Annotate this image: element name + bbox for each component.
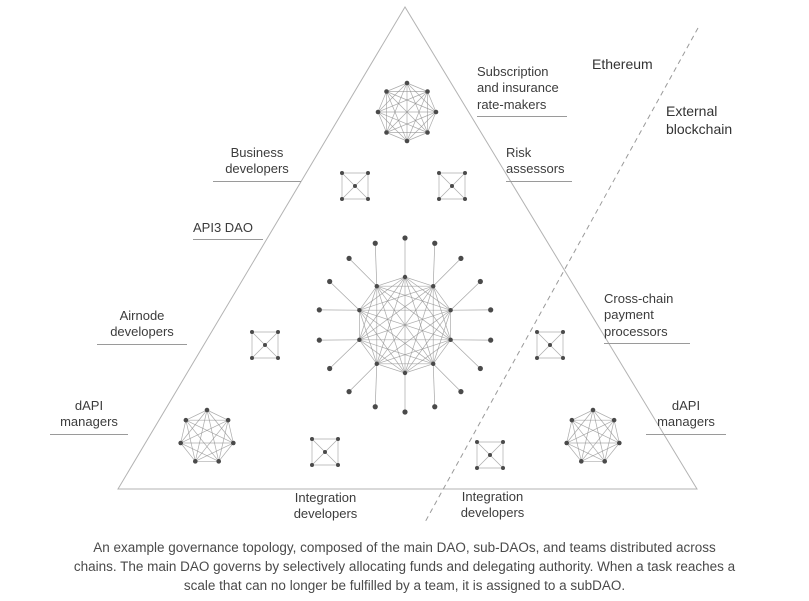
integration-developers-left-team <box>310 437 340 467</box>
label-ethereum: Ethereum <box>592 56 653 72</box>
cross-chain-payment-team <box>535 330 565 360</box>
label-cross-chain-processors: Cross-chain payment processors <box>604 291 690 344</box>
label-dapi-managers-right: dAPI managers <box>646 398 726 435</box>
caption-line-1: An example governance topology, composed… <box>93 540 716 555</box>
figure-caption: An example governance topology, composed… <box>0 538 809 595</box>
label-dapi-managers-left: dAPI managers <box>50 398 128 435</box>
subscription-rate-makers-team <box>375 80 439 144</box>
caption-line-2: chains. The main DAO governs by selectiv… <box>73 559 736 574</box>
label-business-developers: Business developers <box>213 145 301 182</box>
label-risk-assessors: Risk assessors <box>506 145 572 182</box>
chain-boundary-dashed-line <box>423 27 699 525</box>
risk-assessors-team <box>437 171 467 201</box>
label-subscription-rate-makers: Subscription and insurance rate-makers <box>477 64 567 117</box>
integration-developers-right-team <box>475 440 505 470</box>
dapi-managers-right-subdao <box>564 407 622 464</box>
governance-diagram-canvas <box>117 6 699 525</box>
main-dao-network <box>316 235 494 415</box>
label-integration-developers-left: Integration developers <box>293 490 358 522</box>
business-developers-team <box>340 171 370 201</box>
label-external-blockchain: External blockchain <box>666 103 733 137</box>
caption-line-3: scale that can no longer be fulfilled by… <box>183 578 626 593</box>
label-integration-developers-right: Integration developers <box>460 489 525 521</box>
airnode-developers-team <box>250 330 280 360</box>
triangle-outline <box>117 6 698 490</box>
label-airnode-developers: Airnode developers <box>97 308 187 345</box>
label-api3-dao: API3 DAO <box>193 220 263 241</box>
dapi-managers-left-subdao <box>178 407 236 464</box>
